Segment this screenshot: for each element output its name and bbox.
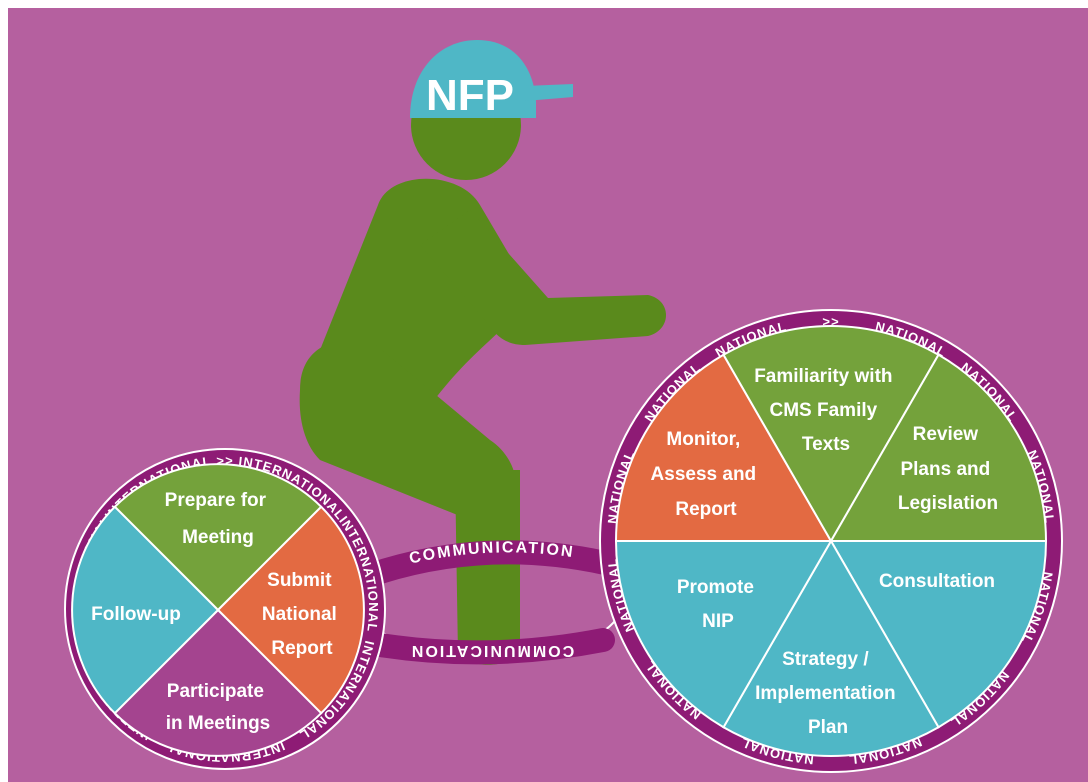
segment-promote-nip	[614, 540, 833, 729]
label-strategy-implementation-plan: Strategy / Implementation Plan	[755, 649, 901, 738]
segment-prepare-for-meeting	[113, 463, 323, 612]
communication-chain: COMMUNICATION COMMUNICATION	[361, 539, 623, 665]
segment-monitor-assess-report	[614, 353, 833, 542]
label-review-plans-legislation: Review Plans and Legislation	[898, 424, 998, 514]
svg-text:COMMUNICATION: COMMUNICATION	[410, 642, 574, 659]
rider-leg	[455, 470, 520, 665]
label-promote-nip: Promote NIP	[677, 577, 759, 632]
big-wheel: >> NATIONAL NATIONAL NATIONAL NATIONAL N…	[599, 309, 1063, 773]
label-familiarity-with-cms-texts: Familiarity with CMS Family Texts	[754, 366, 898, 455]
rider-figure: NFP	[299, 40, 666, 665]
segment-strategy-implementation-plan	[722, 538, 940, 757]
chain-bottom-band	[368, 628, 615, 665]
label-submit-national-report: Submit National Report	[262, 570, 342, 659]
segment-review-plans-legislation	[829, 353, 1048, 542]
communication-bottom-label: COMMUNICATION	[410, 642, 574, 659]
cap-crown	[410, 40, 536, 118]
segment-follow-up	[71, 505, 220, 715]
segment-submit-national-report	[216, 505, 365, 715]
segment-familiarity-with-cms-texts	[722, 325, 940, 544]
cap-brim	[525, 84, 573, 101]
label-consultation: Consultation	[879, 571, 995, 592]
label-prepare-for-meeting: Prepare for Meeting	[165, 490, 272, 548]
label-participate-in-meetings: Participate in Meetings	[166, 681, 271, 734]
chain-top-band	[368, 540, 617, 584]
cap-label: NFP	[426, 71, 514, 120]
rider-arm	[420, 210, 666, 345]
segment-participate-in-meetings	[113, 608, 323, 757]
label-monitor-assess-report: Monitor, Assess and Report	[651, 429, 762, 520]
segment-consultation	[829, 540, 1048, 729]
label-follow-up: Follow-up	[91, 604, 181, 625]
